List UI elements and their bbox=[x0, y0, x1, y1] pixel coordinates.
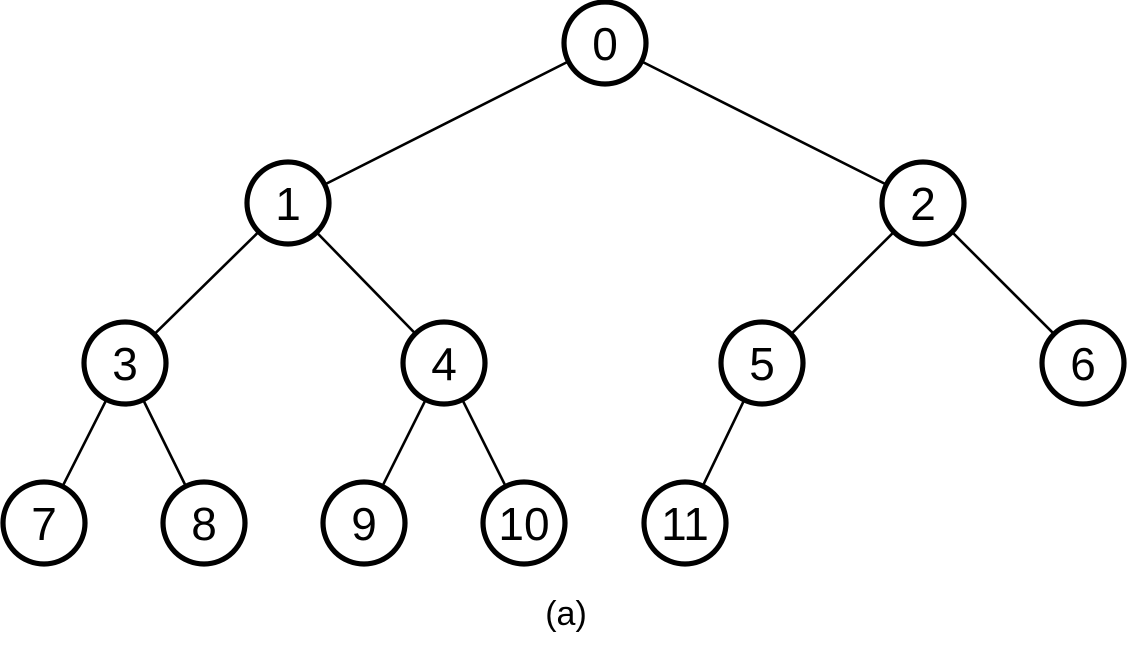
node-label-4: 4 bbox=[431, 338, 457, 390]
node-circle-11[interactable] bbox=[641, 479, 729, 567]
tree-edge-1-3 bbox=[152, 229, 261, 337]
tree-edge-4-10 bbox=[460, 397, 508, 489]
tree-node-9[interactable]: 9 bbox=[320, 479, 408, 567]
tree-node-8[interactable]: 8 bbox=[160, 479, 248, 567]
node-circle-3[interactable] bbox=[81, 319, 169, 407]
node-circle-8[interactable] bbox=[160, 479, 248, 567]
node-label-9: 9 bbox=[351, 498, 377, 550]
tree-node-3[interactable]: 3 bbox=[81, 319, 169, 407]
tree-node-10[interactable]: 10 bbox=[480, 479, 568, 567]
node-circle-1[interactable] bbox=[244, 159, 332, 247]
node-label-10: 10 bbox=[498, 498, 549, 550]
edge-layer bbox=[60, 59, 1057, 489]
node-circle-6[interactable] bbox=[1039, 319, 1127, 407]
figure-caption: (a) bbox=[545, 595, 587, 633]
tree-node-5[interactable]: 5 bbox=[718, 319, 806, 407]
tree-node-2[interactable]: 2 bbox=[879, 159, 967, 247]
tree-edge-0-2 bbox=[639, 59, 889, 187]
node-label-3: 3 bbox=[112, 338, 138, 390]
node-circle-0[interactable] bbox=[561, 0, 649, 87]
tree-node-11[interactable]: 11 bbox=[641, 479, 729, 567]
node-circle-5[interactable] bbox=[718, 319, 806, 407]
tree-edge-4-9 bbox=[380, 397, 428, 489]
node-label-7: 7 bbox=[31, 498, 57, 550]
node-circle-2[interactable] bbox=[879, 159, 967, 247]
node-circle-4[interactable] bbox=[400, 319, 488, 407]
node-label-0: 0 bbox=[592, 18, 618, 70]
tree-edge-0-1 bbox=[322, 59, 571, 187]
node-label-8: 8 bbox=[191, 498, 217, 550]
node-circle-10[interactable] bbox=[480, 479, 568, 567]
node-label-2: 2 bbox=[910, 178, 936, 230]
node-label-1: 1 bbox=[275, 178, 301, 230]
node-label-5: 5 bbox=[749, 338, 775, 390]
node-label-11: 11 bbox=[661, 498, 709, 550]
tree-edge-3-8 bbox=[141, 397, 188, 489]
tree-edge-1-4 bbox=[314, 230, 418, 336]
tree-node-1[interactable]: 1 bbox=[244, 159, 332, 247]
node-label-6: 6 bbox=[1070, 338, 1096, 390]
tree-node-6[interactable]: 6 bbox=[1039, 319, 1127, 407]
tree-node-4[interactable]: 4 bbox=[400, 319, 488, 407]
tree-node-7[interactable]: 7 bbox=[0, 479, 88, 567]
node-circle-7[interactable] bbox=[0, 479, 88, 567]
tree-edge-3-7 bbox=[60, 397, 109, 489]
tree-edge-2-6 bbox=[949, 229, 1057, 337]
node-layer: 0 1 2 3 4 5 6 7 8 9 10 11 bbox=[0, 0, 1127, 567]
node-circle-9[interactable] bbox=[320, 479, 408, 567]
tree-node-0[interactable]: 0 bbox=[561, 0, 649, 87]
tree-edge-5-11 bbox=[701, 397, 746, 489]
tree-edge-2-5 bbox=[789, 229, 896, 337]
